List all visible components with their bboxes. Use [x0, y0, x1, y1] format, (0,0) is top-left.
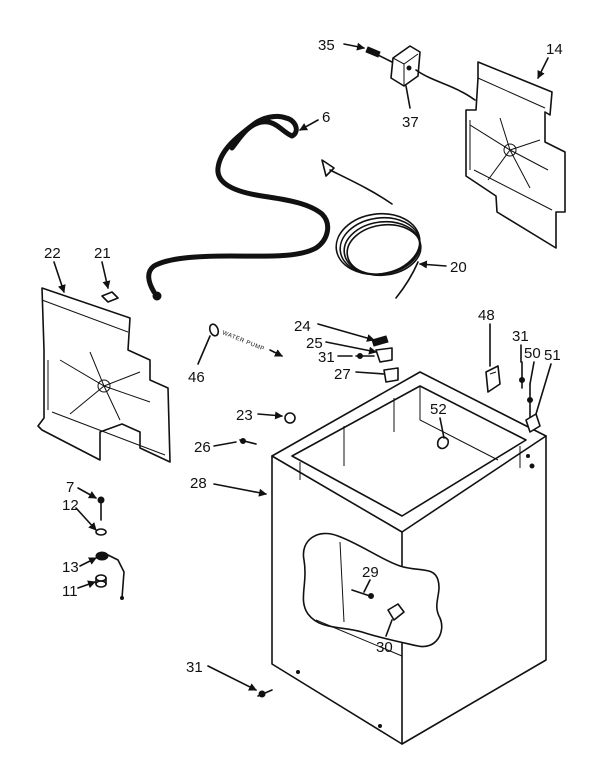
part-7-screw — [97, 496, 105, 521]
callout-14: 14 — [546, 41, 563, 58]
callout-26: 26 — [194, 439, 211, 456]
callout-13: 13 — [62, 559, 79, 576]
part-50-51-fasteners — [525, 383, 541, 433]
part-48-bracket — [485, 365, 501, 393]
part-29-screw — [351, 589, 374, 599]
leader-lines — [53, 42, 552, 691]
part-22-side-panel — [37, 287, 171, 463]
callout-35: 35 — [318, 37, 335, 54]
callout-29: 29 — [362, 564, 379, 581]
callout-25: 25 — [306, 335, 323, 352]
callout-48: 48 — [478, 307, 495, 324]
callout-6: 6 — [322, 109, 330, 126]
part-26-screw — [239, 438, 257, 445]
part-14-rear-panel — [465, 61, 566, 249]
callout-46: 46 — [188, 369, 205, 386]
callout-37: 37 — [402, 114, 419, 131]
callout-52: 52 — [430, 401, 447, 418]
part-21-clip — [101, 291, 119, 303]
part-30-bracket — [387, 603, 405, 621]
hose-marking: WATER PUMP — [221, 330, 265, 352]
part-46-clamp — [208, 323, 220, 337]
callout-24: 24 — [294, 318, 311, 335]
part-31-screw-bottom — [257, 689, 273, 698]
callout-11: 11 — [62, 583, 78, 600]
callout-12: 12 — [62, 497, 79, 514]
part-52-bracket — [436, 436, 450, 450]
callout-31-upper: 31 — [318, 349, 335, 366]
callout-31-bottom: 31 — [186, 659, 203, 676]
part-20-coiled-tube — [321, 159, 422, 299]
callout-7: 7 — [66, 479, 74, 496]
callout-23: 23 — [236, 407, 253, 424]
part-6-pump-hose — [146, 113, 331, 301]
part-13-clip — [95, 551, 125, 600]
callout-27: 27 — [334, 366, 351, 383]
part-11-nut — [95, 574, 107, 588]
callout-50: 50 — [524, 345, 541, 362]
part-24-25-27-hardware — [355, 335, 399, 383]
part-35-screw — [365, 46, 393, 63]
callout-31-right: 31 — [512, 328, 529, 345]
callout-51: 51 — [544, 347, 561, 364]
part-23-grommet — [284, 412, 296, 424]
callout-22: 22 — [44, 245, 61, 262]
part-12-washer — [95, 528, 107, 536]
part-37-connector — [390, 45, 476, 101]
callout-21: 21 — [94, 245, 111, 262]
callout-labels: 35 37 14 6 20 22 21 46 24 25 31 27 48 31… — [44, 37, 563, 676]
part-31-screw-upper-right — [519, 361, 525, 389]
callout-20: 20 — [450, 259, 467, 276]
callout-28: 28 — [190, 475, 207, 492]
part-28-cabinet — [271, 371, 547, 745]
callout-30: 30 — [376, 639, 393, 656]
